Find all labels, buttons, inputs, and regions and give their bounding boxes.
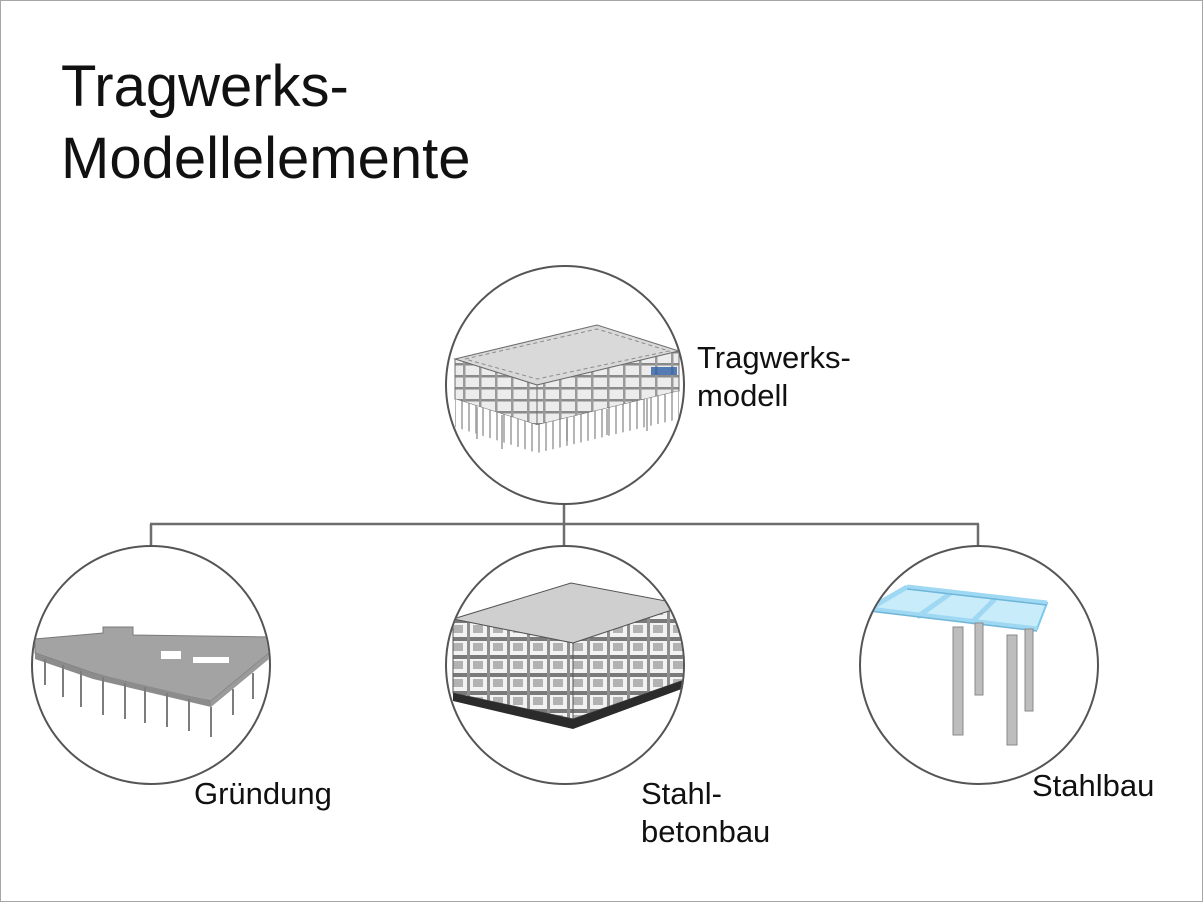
label-line-2: modell — [697, 378, 789, 413]
node-gruendung-label: Gründung — [194, 775, 332, 813]
node-stahlbau-circle — [859, 545, 1099, 785]
label-line-1: Tragwerks- — [697, 340, 851, 375]
node-tragwerksmodell-circle — [445, 265, 685, 505]
slide-title-line-2: Modellelemente — [61, 126, 471, 191]
slide-title: Tragwerks- Modellelemente — [61, 51, 470, 195]
node-stahlbetonbau-label: Stahl- betonbau — [641, 775, 770, 851]
slide-title-line-1: Tragwerks- — [61, 54, 349, 119]
label-line-1: Stahl- — [641, 776, 722, 811]
structural-model-image — [453, 324, 681, 453]
node-gruendung-circle — [31, 545, 271, 785]
node-stahlbau-label: Stahlbau — [1032, 767, 1154, 805]
label-line-1: Gründung — [194, 776, 332, 811]
label-line-1: Stahlbau — [1032, 768, 1155, 803]
reinforced-concrete-frame-image — [452, 582, 683, 729]
label-line-2: betonbau — [641, 814, 771, 849]
node-tragwerksmodell-label: Tragwerks- modell — [697, 339, 851, 415]
foundation-image — [34, 626, 269, 737]
steel-frame-image — [865, 584, 1049, 746]
node-stahlbetonbau-circle — [445, 545, 685, 785]
